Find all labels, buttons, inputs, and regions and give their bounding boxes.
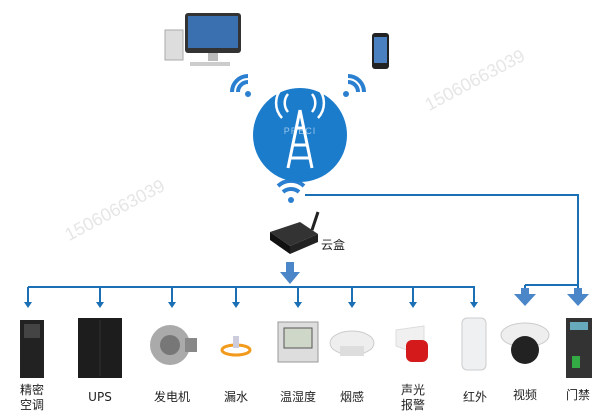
cloud-box-device-icon <box>270 211 320 254</box>
device-label: UPS <box>88 390 112 404</box>
smartphone-icon <box>372 33 389 69</box>
big-arrows <box>280 262 589 306</box>
smoke-detector-icon <box>329 330 375 356</box>
device-label: 红外 <box>462 390 487 404</box>
small-arrows <box>24 302 478 308</box>
wifi-icon <box>230 74 366 203</box>
temperature-humidity-icon <box>277 321 319 363</box>
device-label: 精密 空调 <box>19 383 44 412</box>
device-label: 烟感 <box>339 390 364 404</box>
precision-ac-icon <box>20 320 44 378</box>
cloud-box-label: 云盒 <box>320 238 345 252</box>
desktop-computer-icon <box>164 13 241 66</box>
cell-tower-icon <box>253 87 347 182</box>
device-label: 视频 <box>512 388 537 402</box>
siren-alarm-icon <box>395 325 428 362</box>
access-control-icon <box>566 318 592 378</box>
device-label: 发电机 <box>153 390 190 404</box>
tower-text: PRECI <box>283 126 317 136</box>
device-label: 漏水 <box>223 390 248 404</box>
water-leak-sensor-icon <box>220 336 252 357</box>
device-label: 声光 报警 <box>400 383 425 412</box>
device-label: 门禁 <box>565 388 590 402</box>
ups-icon <box>78 318 122 378</box>
device-label: 温湿度 <box>279 390 316 404</box>
camera-icon <box>500 322 550 364</box>
generator-icon <box>150 325 197 365</box>
infrared-sensor-icon <box>461 317 487 371</box>
